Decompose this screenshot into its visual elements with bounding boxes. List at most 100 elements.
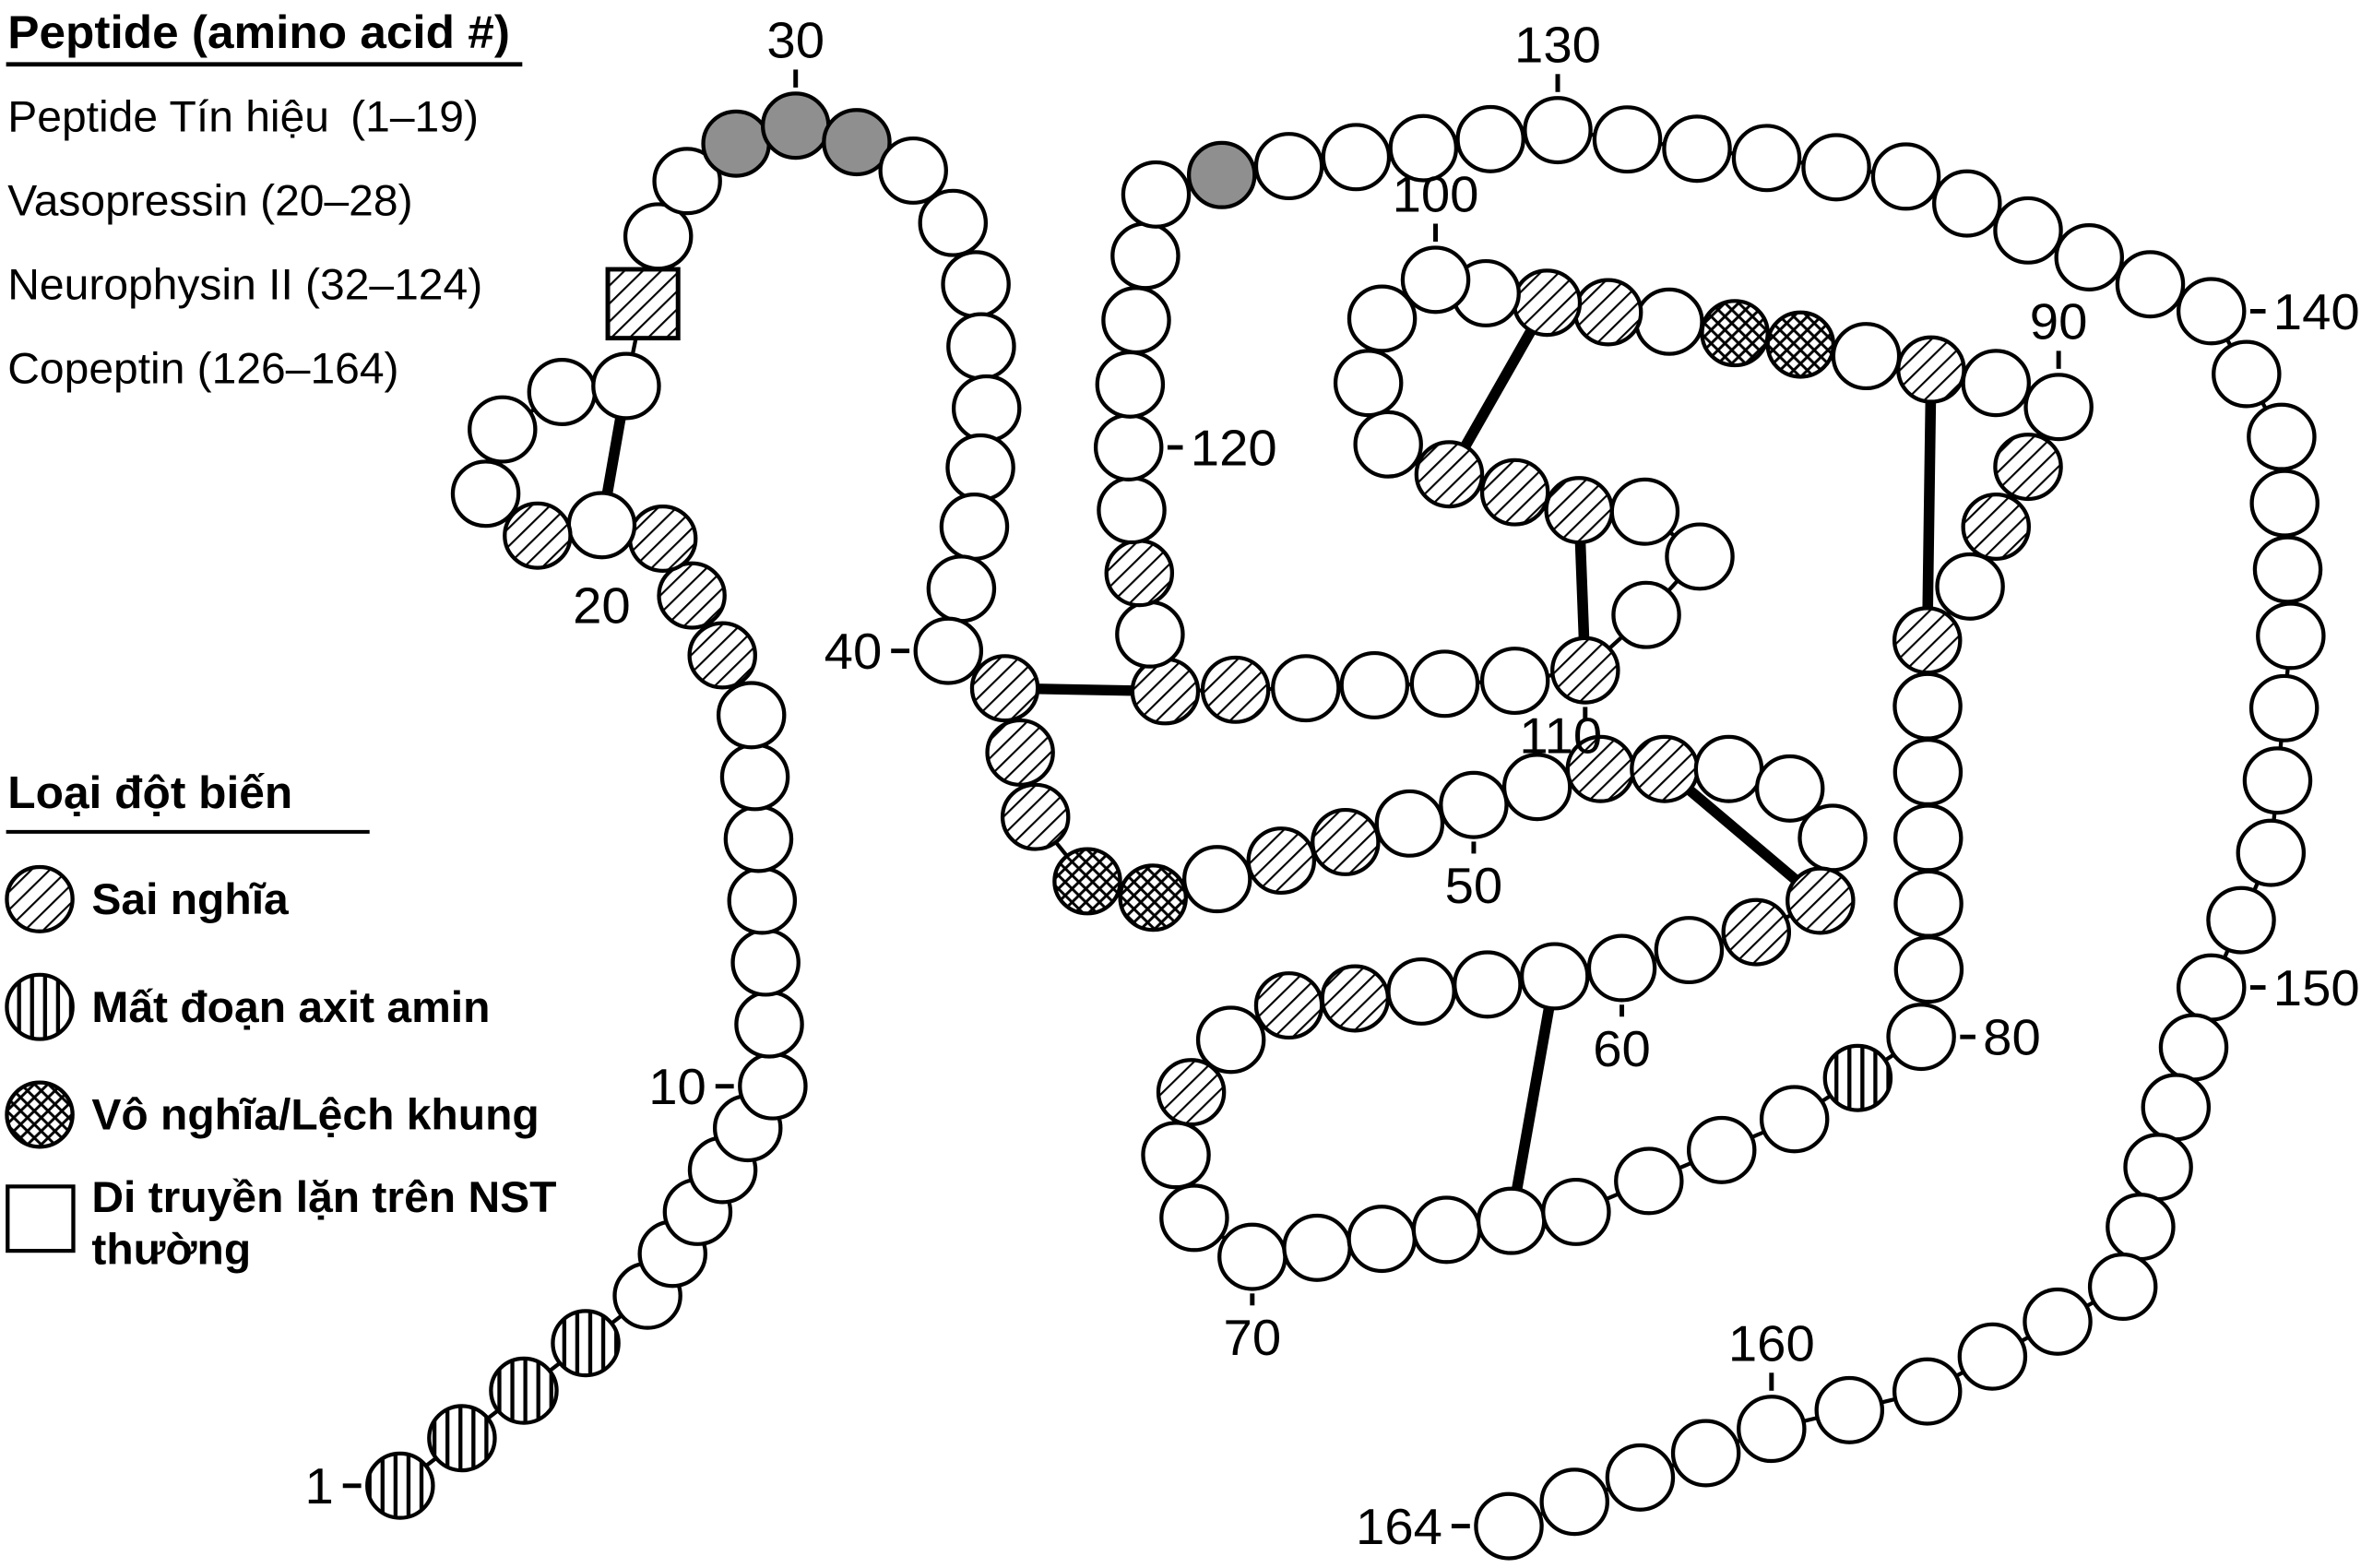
peptide-key-row: Vasopressin(20–28) bbox=[7, 177, 412, 225]
residue-number-label-1: 1 bbox=[304, 1458, 333, 1515]
chain-residue bbox=[1539, 1467, 1609, 1537]
chain-residue bbox=[2248, 673, 2319, 742]
chain-residue bbox=[738, 1051, 808, 1121]
chain-residue bbox=[1605, 1443, 1676, 1512]
chain-residue-square bbox=[605, 267, 681, 341]
chain-residue bbox=[1700, 299, 1770, 368]
chain-residue bbox=[2106, 1193, 2176, 1262]
chain-residue bbox=[1512, 268, 1583, 338]
peptide-range: (32–124) bbox=[305, 261, 482, 309]
residue-number-label-70: 70 bbox=[1224, 1309, 1282, 1365]
chain-residue bbox=[1797, 803, 1868, 873]
chain-residue bbox=[2252, 535, 2323, 604]
chain-residue bbox=[551, 1309, 621, 1378]
chain-residue bbox=[2249, 469, 2319, 538]
residue-number-label-40: 40 bbox=[825, 624, 883, 680]
chain-residue bbox=[1759, 1085, 1830, 1154]
chain-residue bbox=[2242, 746, 2313, 815]
chain-residue bbox=[1519, 942, 1590, 1011]
chain-residue bbox=[2158, 1013, 2229, 1082]
legend-item-missense: Sai nghĩa bbox=[91, 876, 289, 924]
chain-residue bbox=[941, 250, 1011, 319]
deletion-swatch-icon bbox=[5, 972, 75, 1041]
chain-residue bbox=[1093, 413, 1164, 482]
chain-residue bbox=[926, 554, 997, 624]
missense-swatch-icon bbox=[5, 864, 75, 933]
chain-residue bbox=[1388, 113, 1459, 183]
chain-residue bbox=[1544, 476, 1614, 545]
chain-residue bbox=[1479, 457, 1550, 527]
chain-residue bbox=[1271, 654, 1341, 723]
chain-residue bbox=[1886, 1003, 1956, 1072]
peptide-range: (20–28) bbox=[260, 177, 412, 225]
chain-residue bbox=[1765, 310, 1836, 379]
chain-residue bbox=[1592, 105, 1663, 174]
peptide-name: Vasopressin bbox=[7, 177, 248, 225]
chain-residue bbox=[1374, 789, 1445, 858]
chain-residue bbox=[1104, 539, 1175, 608]
chain-residue bbox=[1411, 1195, 1482, 1265]
chain-residue bbox=[1892, 606, 1963, 675]
chain-residue bbox=[878, 136, 948, 205]
chain-residue bbox=[1731, 124, 1802, 193]
chain-residue bbox=[1892, 1357, 1963, 1426]
chain-residue bbox=[913, 616, 984, 685]
chain-residue bbox=[760, 91, 831, 160]
chain-residue bbox=[503, 501, 573, 570]
chain-residue bbox=[365, 1451, 435, 1520]
chain-residue bbox=[1195, 1005, 1266, 1075]
peptide-name: Peptide Tín hiệu bbox=[7, 93, 329, 141]
residue-number-labels-layer: 1102030405060708090100110120130140150160… bbox=[304, 12, 2359, 1555]
chain-residue bbox=[946, 312, 1016, 381]
peptide-key: Peptide (amino acid #) Peptide Tín hiệu(… bbox=[6, 6, 523, 393]
chain-residue bbox=[1893, 935, 1964, 1004]
peptide-range: (126–164) bbox=[197, 345, 399, 393]
chain-residue bbox=[701, 109, 771, 178]
chain-residue bbox=[652, 147, 722, 216]
chain-residue bbox=[1892, 738, 1964, 807]
residue-number-label-30: 30 bbox=[766, 12, 825, 68]
chain-residue bbox=[1634, 287, 1704, 356]
chain-residue bbox=[1935, 552, 2005, 621]
chain-residue bbox=[1115, 600, 1185, 669]
chain-residue bbox=[1474, 1491, 1544, 1561]
chain-residue bbox=[730, 928, 801, 997]
chain-residue bbox=[1121, 160, 1192, 229]
chain-residue bbox=[1414, 440, 1485, 509]
chain-residue bbox=[1386, 956, 1456, 1026]
chain-residue bbox=[1609, 477, 1680, 546]
chain-residue bbox=[1118, 863, 1188, 932]
chain-residue bbox=[1159, 1183, 1229, 1253]
chain-residue bbox=[1000, 782, 1071, 851]
chain-residue bbox=[1130, 657, 1201, 726]
chain-residue bbox=[2087, 1253, 2158, 1322]
peptide-key-row: Copeptin(126–164) bbox=[7, 345, 398, 393]
chain-residue bbox=[1311, 807, 1381, 876]
chain-residue bbox=[1476, 1186, 1547, 1255]
chain-residue bbox=[2176, 953, 2247, 1022]
chain-residue bbox=[1786, 866, 1856, 935]
chain-residue bbox=[1253, 971, 1324, 1040]
chain-residue bbox=[1200, 655, 1271, 724]
chain-residue bbox=[627, 504, 698, 573]
chain-residue bbox=[489, 1356, 559, 1425]
chain-residue bbox=[623, 202, 694, 271]
chain-residue bbox=[969, 654, 1040, 723]
chain-residue bbox=[2176, 277, 2247, 346]
residue-number-label-150: 150 bbox=[2273, 960, 2360, 1016]
chain-residue bbox=[1892, 803, 1964, 873]
chain-residue bbox=[1831, 322, 1902, 391]
chain-residue bbox=[2212, 339, 2282, 409]
chain-residue bbox=[1822, 1043, 1893, 1112]
chain-residue bbox=[1893, 869, 1964, 938]
chain-residue bbox=[2256, 601, 2326, 671]
chain-residue bbox=[527, 358, 598, 426]
chain-residue bbox=[1665, 522, 1735, 591]
chain-residue bbox=[2115, 250, 2186, 319]
chain-residue bbox=[1754, 754, 1825, 823]
residue-number-label-120: 120 bbox=[1191, 420, 1277, 476]
legend-item-deletion: Mất đoạn axit amin bbox=[91, 983, 490, 1031]
chain-residue bbox=[1654, 916, 1725, 985]
residue-number-label-160: 160 bbox=[1728, 1315, 1815, 1372]
